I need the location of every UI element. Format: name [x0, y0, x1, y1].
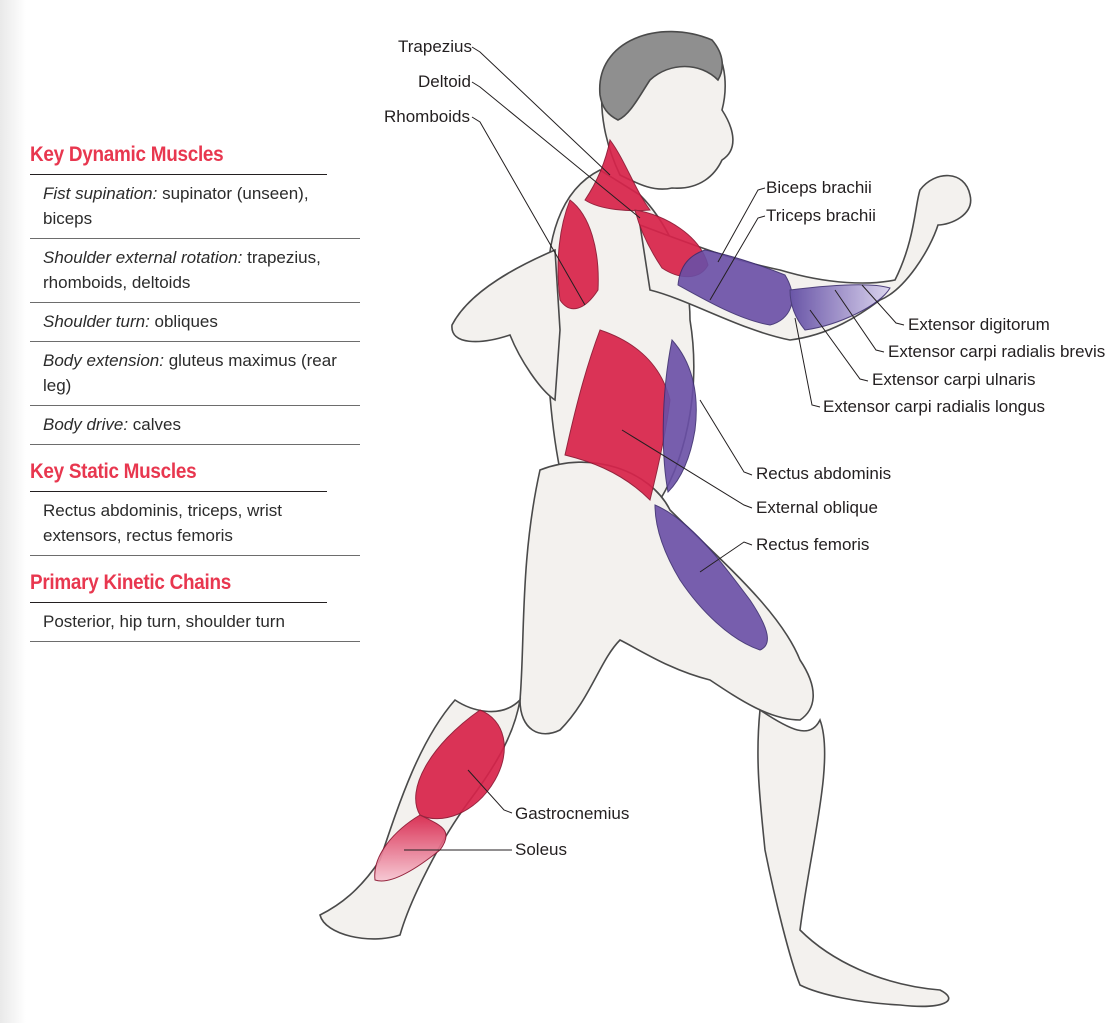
- label-biceps-brachii: Biceps brachii: [766, 178, 872, 198]
- label-trapezius: Trapezius: [398, 37, 472, 57]
- label-rectus-abdominis: Rectus abdominis: [756, 464, 891, 484]
- biceps-triceps-muscle: [678, 250, 792, 325]
- label-gastrocnemius: Gastrocnemius: [515, 804, 629, 824]
- label-extensor-carpi-ulnaris: Extensor carpi ulnaris: [872, 370, 1035, 390]
- soleus-muscle: [375, 815, 446, 881]
- front-lower-leg-shape: [758, 710, 949, 1006]
- rear-arm-shape: [452, 250, 560, 400]
- leader-trapezius: [472, 47, 610, 175]
- label-extensor-digitorum: Extensor digitorum: [908, 315, 1050, 335]
- label-deltoid: Deltoid: [418, 72, 471, 92]
- gastrocnemius-muscle: [416, 710, 505, 819]
- leader-biceps: [718, 188, 765, 262]
- leader-rectus-abdominis: [700, 400, 752, 475]
- label-extensor-carpi-radialis-brevis: Extensor carpi radialis brevis: [888, 342, 1105, 362]
- label-external-oblique: External oblique: [756, 498, 878, 518]
- label-extensor-carpi-radialis-longus: Extensor carpi radialis longus: [823, 397, 1045, 417]
- label-rhomboids: Rhomboids: [384, 107, 470, 127]
- label-triceps-brachii: Triceps brachii: [766, 206, 876, 226]
- label-rectus-femoris: Rectus femoris: [756, 535, 869, 555]
- label-soleus: Soleus: [515, 840, 567, 860]
